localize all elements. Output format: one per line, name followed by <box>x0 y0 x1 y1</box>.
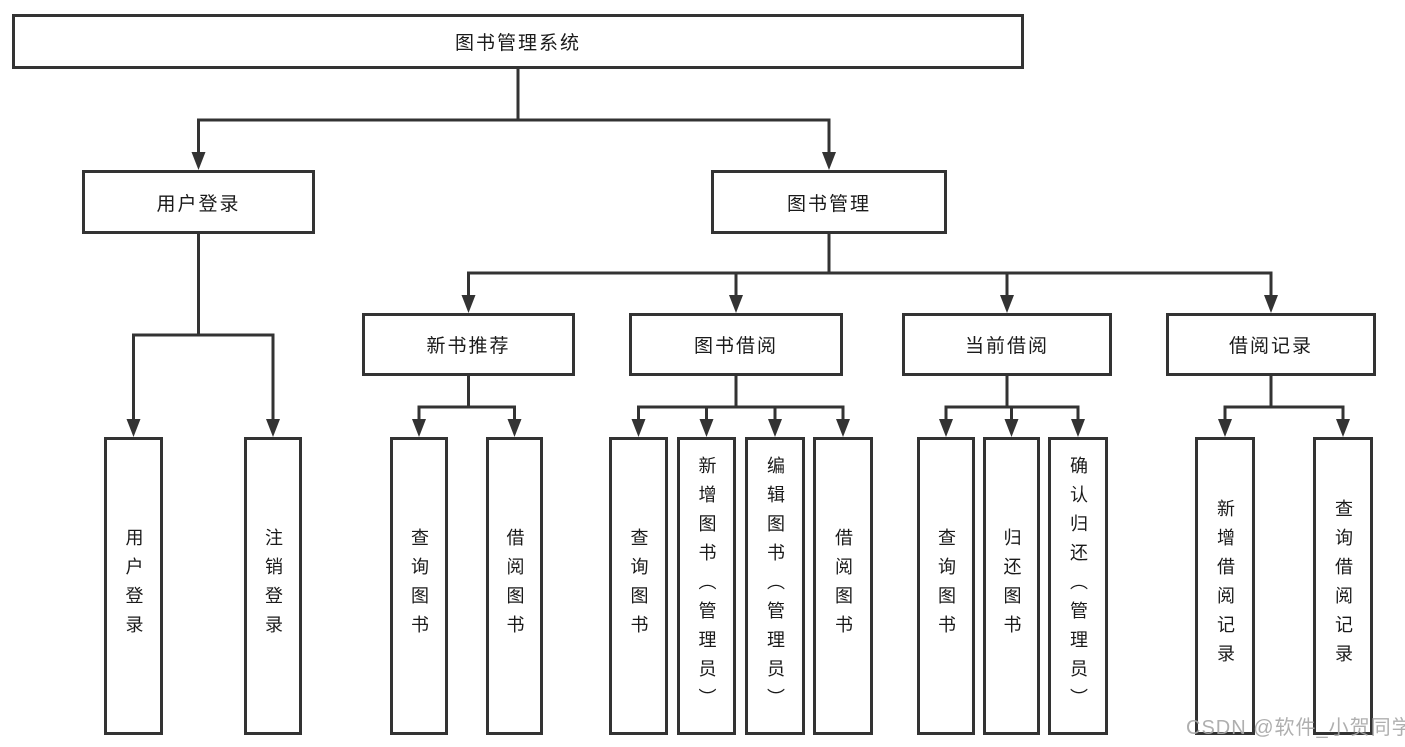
node-current-borrowing: 当前借阅 <box>902 313 1112 376</box>
leaf-user-login: 用户登录 <box>104 437 163 735</box>
node-book-borrowing: 图书借阅 <box>629 313 843 376</box>
node-label: 借阅图书 <box>504 528 525 644</box>
node-label: 新书推荐 <box>426 336 511 357</box>
node-book-management: 图书管理 <box>711 170 947 234</box>
leaf-logout-login: 注销登录 <box>244 437 302 735</box>
leaf-current-confirm-return-admin: 确认归还（管理员） <box>1048 437 1108 735</box>
node-label: 查询图书 <box>628 528 649 644</box>
node-label: 编辑图书（管理员） <box>765 455 785 717</box>
node-label: 借阅记录 <box>1228 336 1313 357</box>
node-borrowing-records: 借阅记录 <box>1166 313 1376 376</box>
node-label: 确认归还（管理员） <box>1068 455 1088 717</box>
node-label: 图书管理系统 <box>454 33 581 54</box>
tree-edges <box>132 69 1345 421</box>
node-label: 当前借阅 <box>964 336 1049 357</box>
leaf-records-query-record: 查询借阅记录 <box>1313 437 1373 735</box>
leaf-recommend-borrow-books: 借阅图书 <box>486 437 543 735</box>
node-label: 归还图书 <box>1001 528 1022 644</box>
node-label: 查询借阅记录 <box>1333 499 1353 673</box>
leaf-borrowing-add-books-admin: 新增图书（管理员） <box>677 437 736 735</box>
node-user-login: 用户登录 <box>82 170 315 234</box>
node-label: 注销登录 <box>263 528 283 644</box>
node-new-book-recommend: 新书推荐 <box>362 313 575 376</box>
node-label: 借阅图书 <box>833 528 853 644</box>
leaf-borrowing-borrow-books: 借阅图书 <box>813 437 873 735</box>
node-label: 用户登录 <box>156 193 241 215</box>
node-label: 图书借阅 <box>693 336 778 357</box>
node-label: 用户登录 <box>123 528 144 644</box>
node-label: 查询图书 <box>409 528 429 644</box>
leaf-borrowing-query-books: 查询图书 <box>609 437 668 735</box>
leaf-recommend-query-books: 查询图书 <box>390 437 448 735</box>
node-label: 图书管理 <box>786 193 871 215</box>
node-label: 新增借阅记录 <box>1215 499 1235 673</box>
watermark: CSDN @软件_小贺同学 <box>1186 717 1405 739</box>
leaf-current-return-books: 归还图书 <box>983 437 1040 735</box>
node-book-management-system: 图书管理系统 <box>12 14 1024 69</box>
node-label: 新增图书（管理员） <box>696 455 717 717</box>
leaf-borrowing-edit-books-admin: 编辑图书（管理员） <box>745 437 805 735</box>
leaf-records-add-record: 新增借阅记录 <box>1195 437 1255 735</box>
leaf-current-query-books: 查询图书 <box>917 437 975 735</box>
node-label: 查询图书 <box>936 528 956 644</box>
